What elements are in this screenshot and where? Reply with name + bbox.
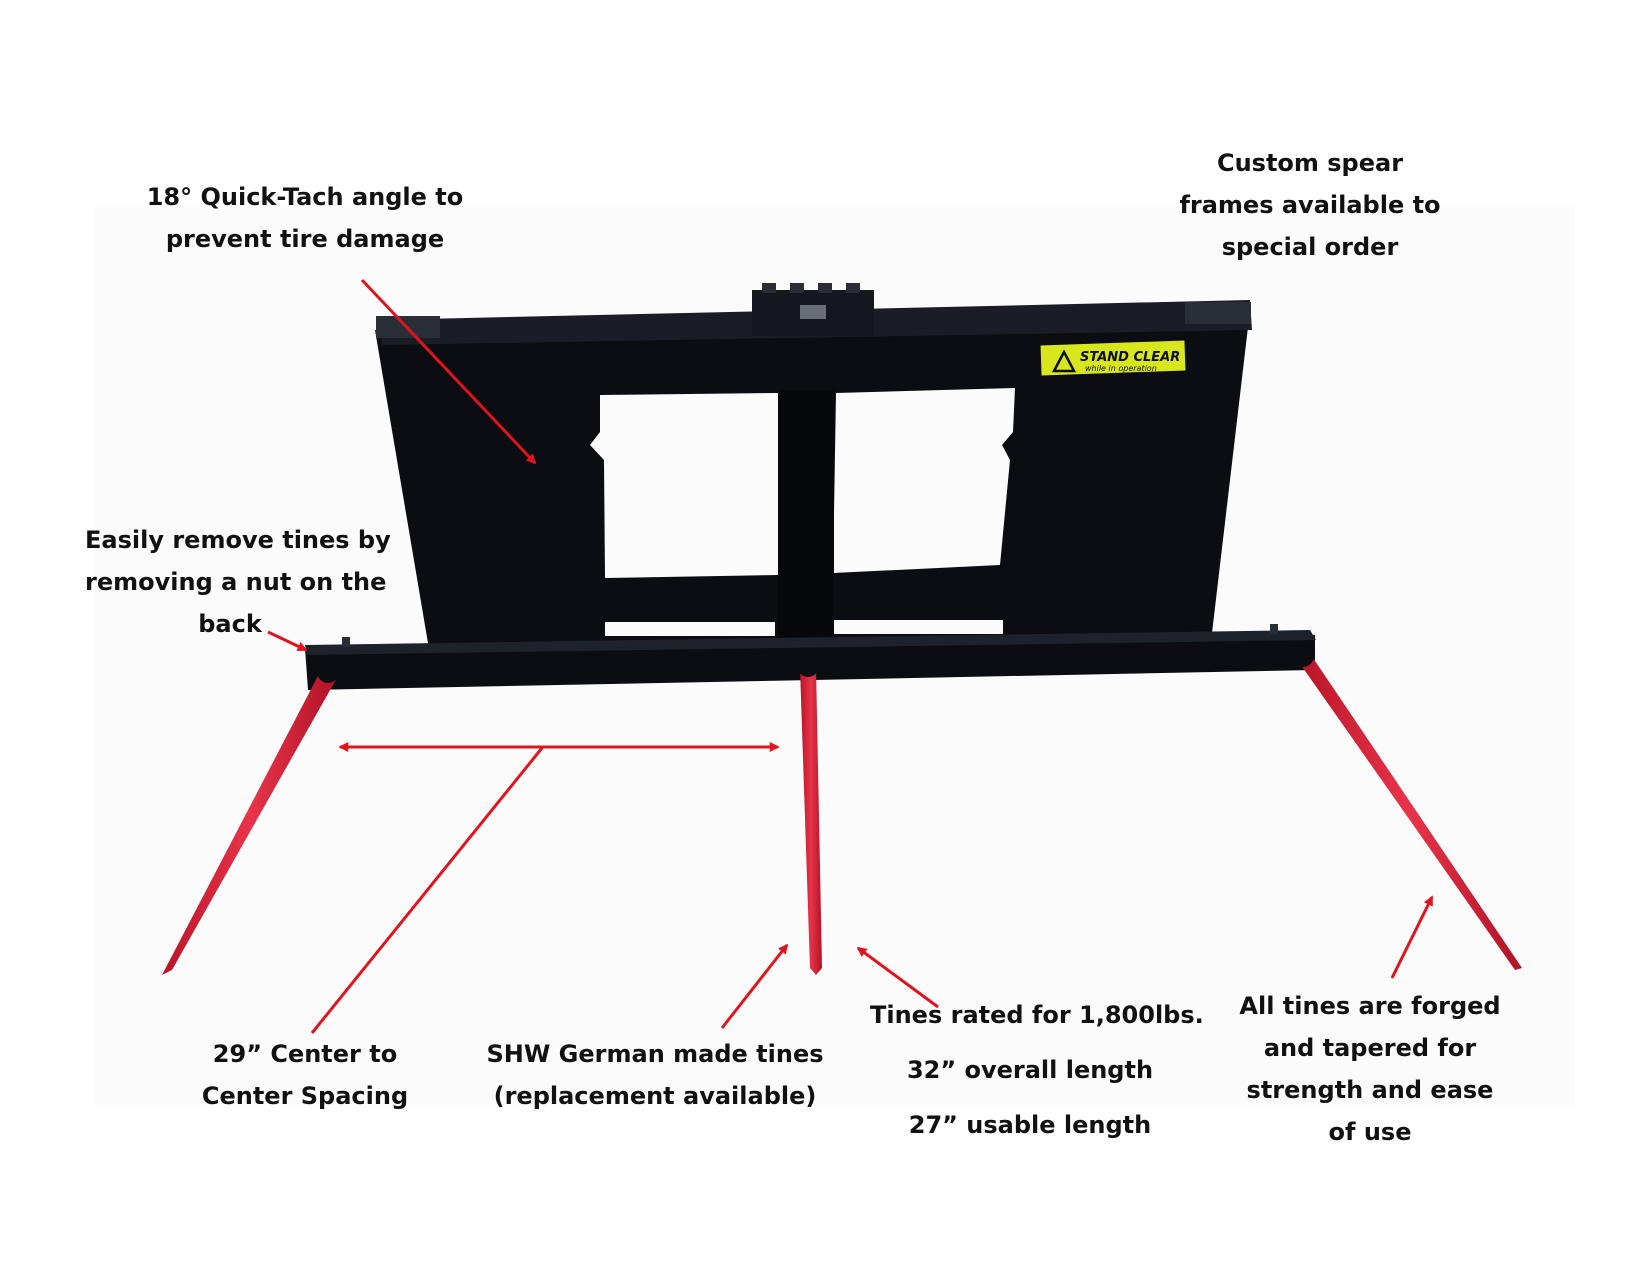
arrow-shw-tines — [720, 943, 789, 1029]
frame-slot-left — [605, 622, 775, 636]
callout-remove-tines: Easily remove tines by removing a nut on… — [85, 519, 391, 645]
callout-line: back — [198, 610, 262, 638]
callout-line: 18° Quick-Tach angle to — [146, 183, 464, 211]
callout-custom-frames: Custom spear frames available to special… — [1160, 142, 1460, 268]
callout-shw-tines: SHW German made tines (replacement avail… — [485, 1033, 825, 1117]
quick-tach-mount — [752, 283, 874, 336]
callout-line: Center Spacing — [201, 1082, 409, 1110]
callout-line: and tapered for — [1263, 1034, 1477, 1062]
callout-tine-rating: Tines rated for 1,800lbs. 32” overall le… — [870, 988, 1204, 1153]
callout-line: Easily remove tines by — [85, 526, 391, 554]
tines — [162, 645, 1522, 975]
callout-arrows — [267, 278, 1434, 1034]
tine-left — [162, 672, 338, 975]
arrow-remove-tines — [267, 630, 308, 652]
arrow-rating — [856, 946, 939, 1009]
callout-line: 27” usable length — [908, 1111, 1152, 1139]
frame-window-right — [833, 388, 1015, 573]
tine-center — [800, 668, 822, 975]
callout-line: prevent tire damage — [165, 225, 445, 253]
callout-line: SHW German made tines — [486, 1040, 824, 1068]
callout-line: strength and ease — [1246, 1076, 1494, 1104]
callout-line: special order — [1221, 233, 1399, 261]
callout-line: of use — [1328, 1118, 1412, 1146]
arrow-spacing-leader — [310, 747, 544, 1034]
callout-center-spacing: 29” Center to Center Spacing — [185, 1033, 425, 1117]
arrow-quick-tach — [360, 278, 537, 465]
warning-triangle-icon — [1051, 349, 1077, 373]
callout-line: (replacement available) — [493, 1082, 817, 1110]
callout-line: 32” overall length — [906, 1056, 1154, 1084]
callout-line: Tines rated for 1,800lbs. — [870, 1001, 1204, 1029]
tine-left-collar — [317, 661, 339, 683]
callout-forged-tines: All tines are forged and tapered for str… — [1230, 985, 1510, 1153]
callout-line: removing a nut on the — [85, 568, 387, 596]
tine-right — [1296, 655, 1522, 970]
callout-line: 29” Center to — [212, 1040, 398, 1068]
stand-clear-sticker: STAND CLEAR while in operation — [1038, 338, 1188, 378]
frame-corner-right — [1185, 302, 1251, 324]
sticker-subtitle: while in operation — [1085, 364, 1157, 373]
callout-quick-tach-angle: 18° Quick-Tach angle to prevent tire dam… — [140, 176, 470, 260]
spear-frame — [375, 283, 1252, 660]
callout-line: All tines are forged — [1239, 992, 1501, 1020]
frame-center-post — [778, 390, 834, 660]
arrow-forged — [1390, 895, 1434, 979]
tine-center-collar — [797, 655, 819, 677]
frame-slot-right — [833, 620, 1003, 634]
sticker-title: STAND CLEAR — [1080, 350, 1180, 365]
callout-line: Custom spear — [1216, 149, 1404, 177]
callout-line: frames available to — [1179, 191, 1441, 219]
tine-right-collar — [1292, 645, 1314, 667]
frame-window-left — [590, 393, 778, 578]
